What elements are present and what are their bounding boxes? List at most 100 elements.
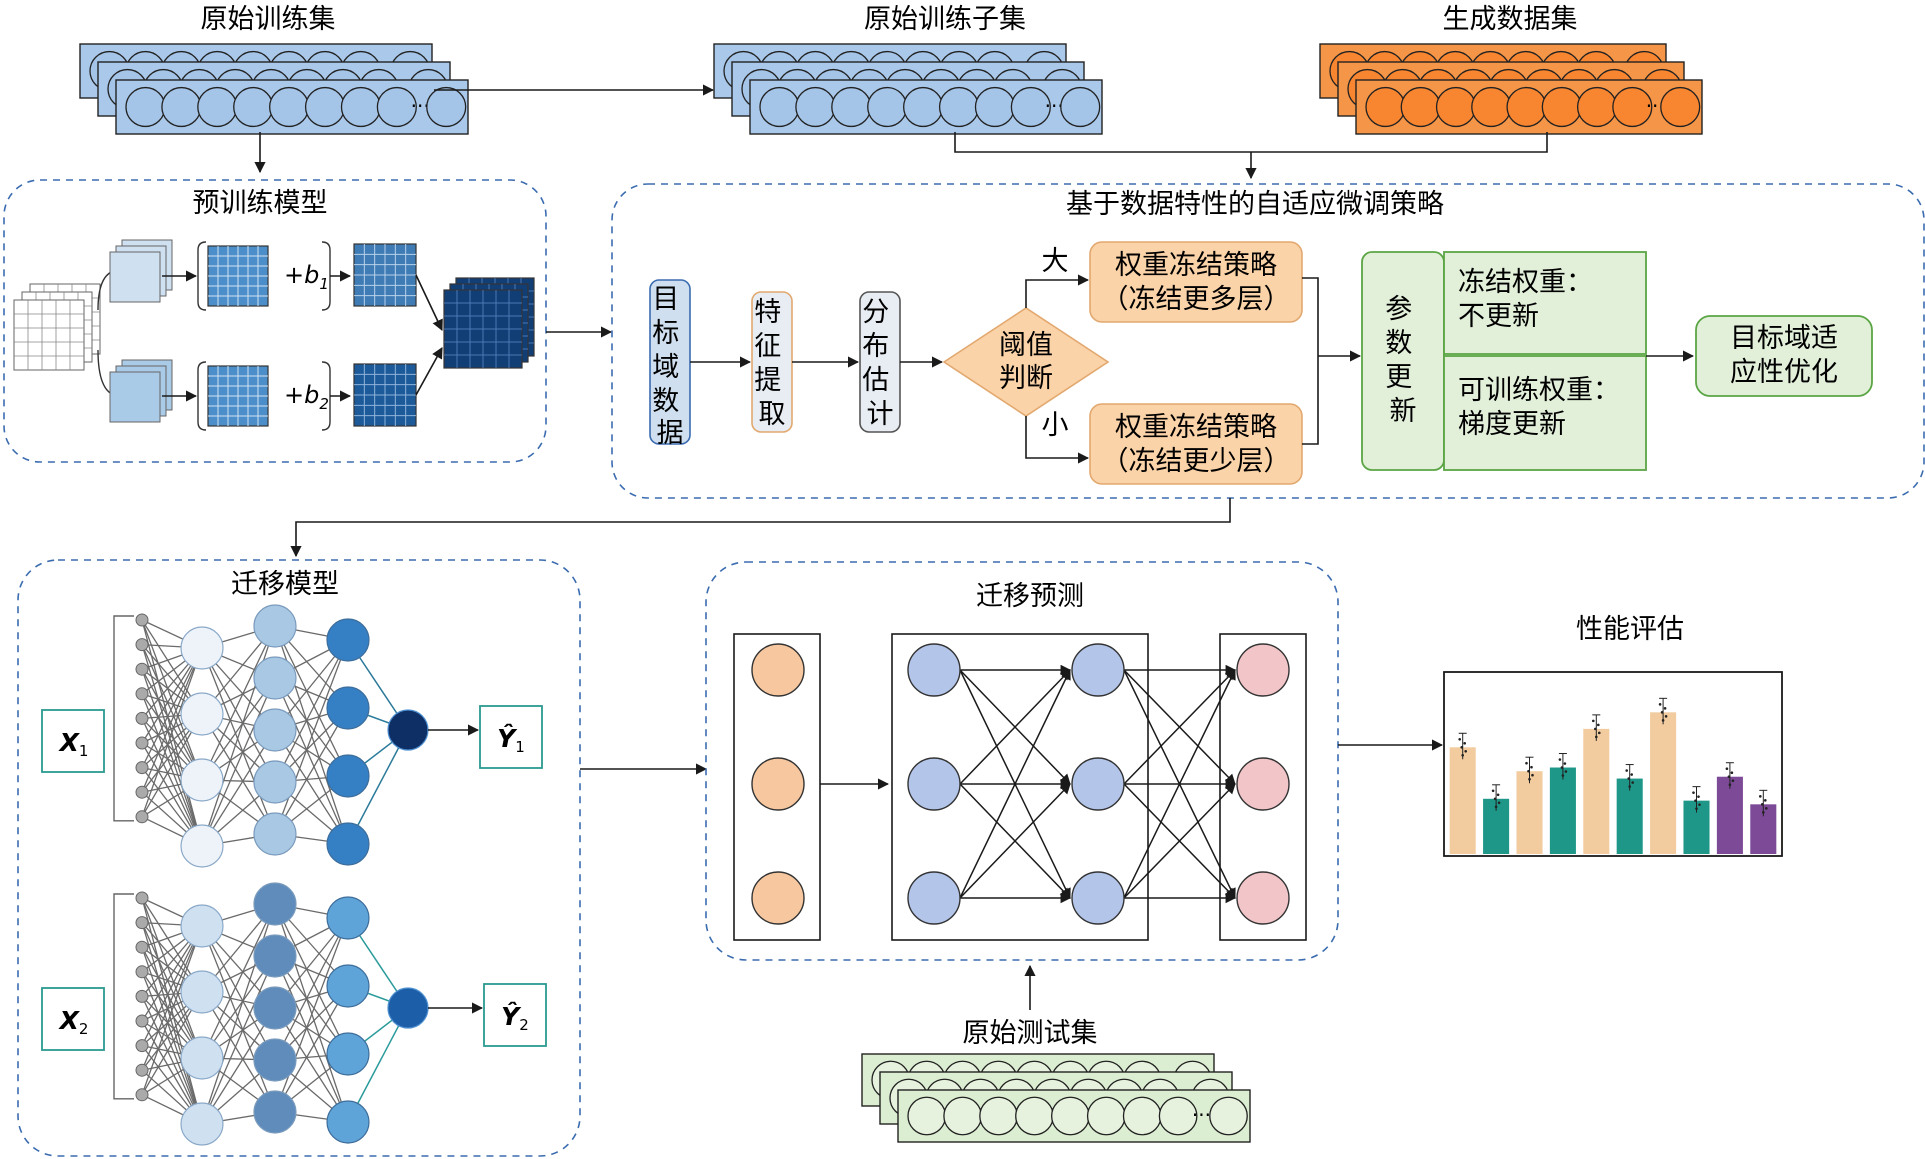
output-node bbox=[387, 709, 429, 751]
hidden-node-3 bbox=[326, 964, 370, 1008]
subset-ds-circle bbox=[1010, 86, 1051, 128]
eval-point bbox=[1595, 735, 1598, 739]
train-ds-circle bbox=[340, 86, 382, 128]
generated-ds-circle bbox=[1400, 86, 1441, 128]
network-edge bbox=[274, 729, 349, 845]
pred-hidden-node-a bbox=[907, 757, 961, 811]
subset-ds-layer: ··· bbox=[749, 79, 1103, 135]
network-edge bbox=[141, 647, 203, 818]
generated-ds-ellipsis: ··· bbox=[1646, 94, 1665, 118]
dataset-generated-label: 生成数据集 bbox=[1443, 4, 1578, 35]
network-edge bbox=[274, 1007, 349, 1123]
eval-point bbox=[1730, 771, 1734, 775]
subset-ds-ellipsis: ··· bbox=[1045, 94, 1064, 118]
eval-point bbox=[1697, 795, 1700, 798]
eval-point bbox=[1762, 811, 1765, 814]
subset-ds-circle bbox=[867, 86, 908, 128]
pred-input-node bbox=[751, 871, 805, 925]
frozen-weights-box bbox=[1443, 251, 1647, 355]
eval-point bbox=[1764, 799, 1767, 802]
input-node bbox=[135, 761, 149, 775]
test-ds-circle bbox=[943, 1096, 983, 1136]
pretrain-title: 预训练模型 bbox=[193, 188, 328, 219]
dataset-generated: 生成数据集 ········· bbox=[1319, 4, 1703, 135]
network-edge bbox=[141, 946, 203, 1125]
eval-point bbox=[1493, 797, 1497, 801]
input-bracket bbox=[113, 615, 134, 822]
eval-point bbox=[1560, 766, 1564, 769]
input-x1-box bbox=[41, 709, 105, 773]
network-edge bbox=[201, 647, 276, 835]
input-node bbox=[135, 638, 149, 652]
eval-point bbox=[1460, 745, 1463, 749]
threshold-diamond bbox=[942, 307, 1110, 417]
eval-point bbox=[1530, 765, 1533, 769]
generated-ds-circle bbox=[1576, 86, 1618, 128]
input-x2-label: X2 bbox=[58, 1006, 89, 1038]
eval-point bbox=[1527, 769, 1530, 773]
freeze-more-line2: （冻结更多层） bbox=[1102, 284, 1291, 315]
input-node bbox=[135, 1063, 149, 1077]
network-edge bbox=[141, 922, 203, 1059]
input-x2-box bbox=[41, 987, 105, 1051]
eval-point bbox=[1497, 801, 1501, 805]
pred-output-node bbox=[1236, 757, 1290, 811]
network-edge bbox=[141, 693, 203, 847]
input-node bbox=[135, 736, 149, 750]
hidden-node-1 bbox=[180, 692, 224, 736]
train-ds-circle bbox=[161, 86, 202, 128]
eval-point bbox=[1564, 770, 1568, 773]
input-node bbox=[135, 965, 149, 979]
frozen-weights-line2: 不更新 bbox=[1458, 301, 1539, 332]
optimization-line2: 应性优化 bbox=[1730, 357, 1838, 388]
pred-edge bbox=[959, 669, 1071, 785]
param-update-label: 参 数 更 新 bbox=[1385, 294, 1421, 427]
subset-ds-circle bbox=[903, 86, 944, 128]
eval-point bbox=[1628, 785, 1631, 788]
eval-point bbox=[1759, 795, 1762, 798]
input-node bbox=[135, 1039, 149, 1053]
evaluation-chart bbox=[1449, 697, 1777, 854]
network-edge bbox=[201, 677, 276, 847]
input-node bbox=[135, 785, 149, 799]
hidden-node-2 bbox=[253, 986, 297, 1030]
pred-input-node bbox=[751, 757, 805, 811]
eval-point bbox=[1496, 793, 1500, 797]
eval-point bbox=[1494, 805, 1498, 809]
eval-point bbox=[1592, 719, 1595, 723]
test-ds-circle bbox=[979, 1096, 1018, 1136]
hidden-node-3 bbox=[326, 686, 370, 730]
eval-bar bbox=[1616, 778, 1643, 854]
dataset-original-train-label: 原始训练集 bbox=[201, 4, 336, 35]
eval-bar bbox=[1516, 771, 1543, 854]
input-grid bbox=[13, 299, 85, 371]
hidden-node-3 bbox=[326, 754, 370, 798]
pred-output-node bbox=[1236, 871, 1290, 925]
network-edge bbox=[201, 955, 276, 1125]
network-edge bbox=[274, 917, 349, 1061]
transfer-model-title: 迁移模型 bbox=[231, 569, 339, 600]
eval-bar bbox=[1583, 728, 1610, 854]
pred-edge bbox=[959, 783, 1071, 899]
bracket-freeze bbox=[1302, 277, 1319, 445]
eval-point bbox=[1728, 783, 1732, 787]
pred-edge bbox=[1123, 669, 1236, 785]
subset-ds-circle bbox=[831, 86, 872, 128]
hidden-node-2 bbox=[253, 1038, 297, 1082]
eval-point bbox=[1727, 775, 1731, 779]
network-edge bbox=[274, 639, 349, 835]
arrow-adaptive-to-transfer bbox=[290, 498, 1231, 558]
eval-point bbox=[1525, 761, 1528, 765]
network-edge bbox=[274, 955, 349, 1123]
generated-ds-circle bbox=[1506, 86, 1547, 128]
pred-edge bbox=[1123, 783, 1236, 899]
pred-hidden-node-b bbox=[1071, 757, 1125, 811]
network-edge bbox=[274, 917, 349, 1113]
output-y2-box bbox=[483, 983, 547, 1047]
pretrain-content bbox=[13, 239, 535, 431]
generated-ds-circle bbox=[1365, 86, 1406, 128]
network-edge bbox=[141, 644, 203, 781]
train-ds-circle bbox=[426, 86, 467, 128]
input-node bbox=[135, 1088, 149, 1102]
